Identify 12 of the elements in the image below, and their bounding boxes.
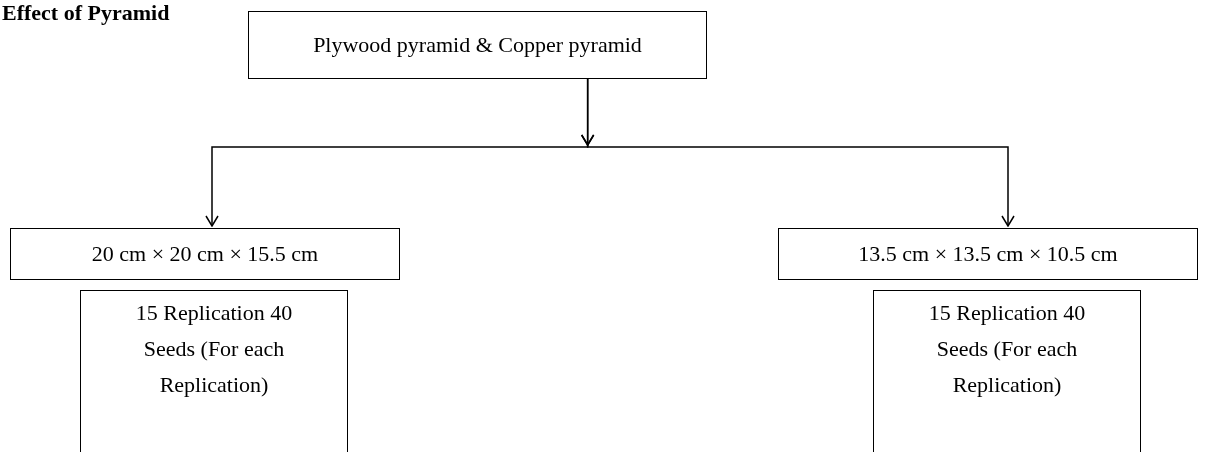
arrow: [580, 78, 1015, 227]
node-text: 15 Replication 40 Seeds (For each Replication): [927, 299, 1087, 399]
process-box: [778, 228, 1198, 280]
note-box: [80, 290, 348, 452]
title: Effect of Pyramid: [2, 0, 170, 26]
node-text: 20 cm × 20 cm × 15.5 cm: [91, 240, 319, 268]
node-text: 15 Replication 40 Seeds (For each Replication): [134, 299, 294, 399]
process-box: [248, 11, 707, 79]
process-box: [10, 228, 400, 280]
node-text: 13.5 cm × 13.5 cm × 10.5 cm: [858, 240, 1118, 268]
note-box: [873, 290, 1141, 452]
node-text: Plywood pyramid & Copper pyramid: [313, 31, 642, 59]
